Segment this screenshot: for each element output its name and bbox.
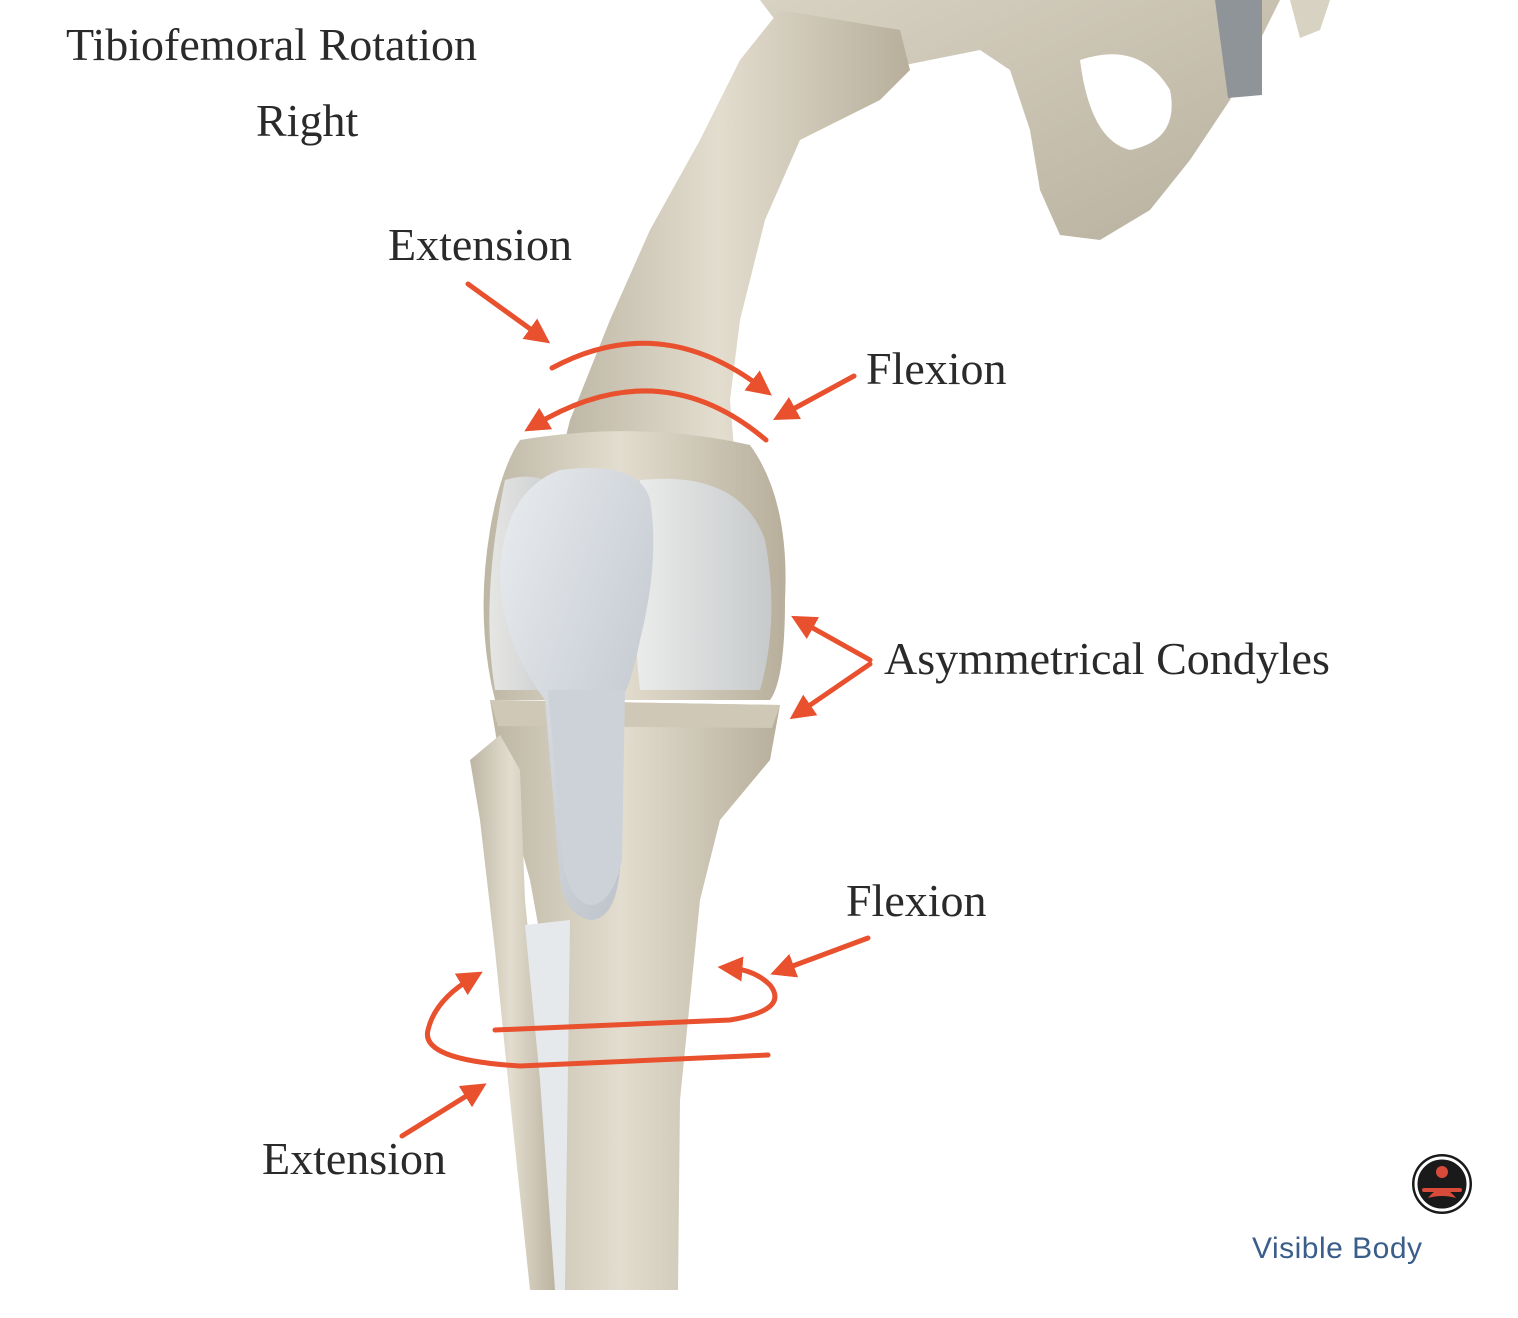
visible-body-emblem-icon xyxy=(1412,1154,1472,1214)
femur-rotation-arrows xyxy=(524,340,772,443)
label-extension-bottom: Extension xyxy=(262,1133,446,1184)
fibula xyxy=(470,735,570,1290)
femur-extension-arc-arrow xyxy=(524,388,769,443)
visible-body-logo: Visible Body xyxy=(1252,1150,1502,1280)
title-line-2: Right xyxy=(256,95,359,146)
label-asymmetrical-condyles: Asymmetrical Condyles xyxy=(884,633,1330,684)
label-extension-top: Extension xyxy=(388,219,572,270)
extension-bottom-pointer xyxy=(399,1083,487,1139)
tibia-rotation-arrows xyxy=(424,956,778,1069)
condyle-pointer-lower xyxy=(789,661,873,720)
flexion-bottom-pointer xyxy=(770,935,871,978)
extension-top-pointer xyxy=(465,281,551,344)
condyle-pointer-upper xyxy=(791,615,873,663)
title-line-1: Tibiofemoral Rotation xyxy=(66,19,478,70)
logo-wordmark: Visible Body xyxy=(1252,1232,1423,1265)
pointer-arrows xyxy=(399,281,873,1139)
tibia-flexion-loop-arrow xyxy=(492,956,778,1033)
tibia-extension-loop-arrow xyxy=(424,971,771,1069)
flexion-top-pointer xyxy=(773,373,857,420)
patella xyxy=(500,468,654,920)
femur-flexion-arc-arrow xyxy=(549,340,772,396)
label-flexion-bottom: Flexion xyxy=(846,875,987,926)
label-flexion-top: Flexion xyxy=(866,343,1007,394)
